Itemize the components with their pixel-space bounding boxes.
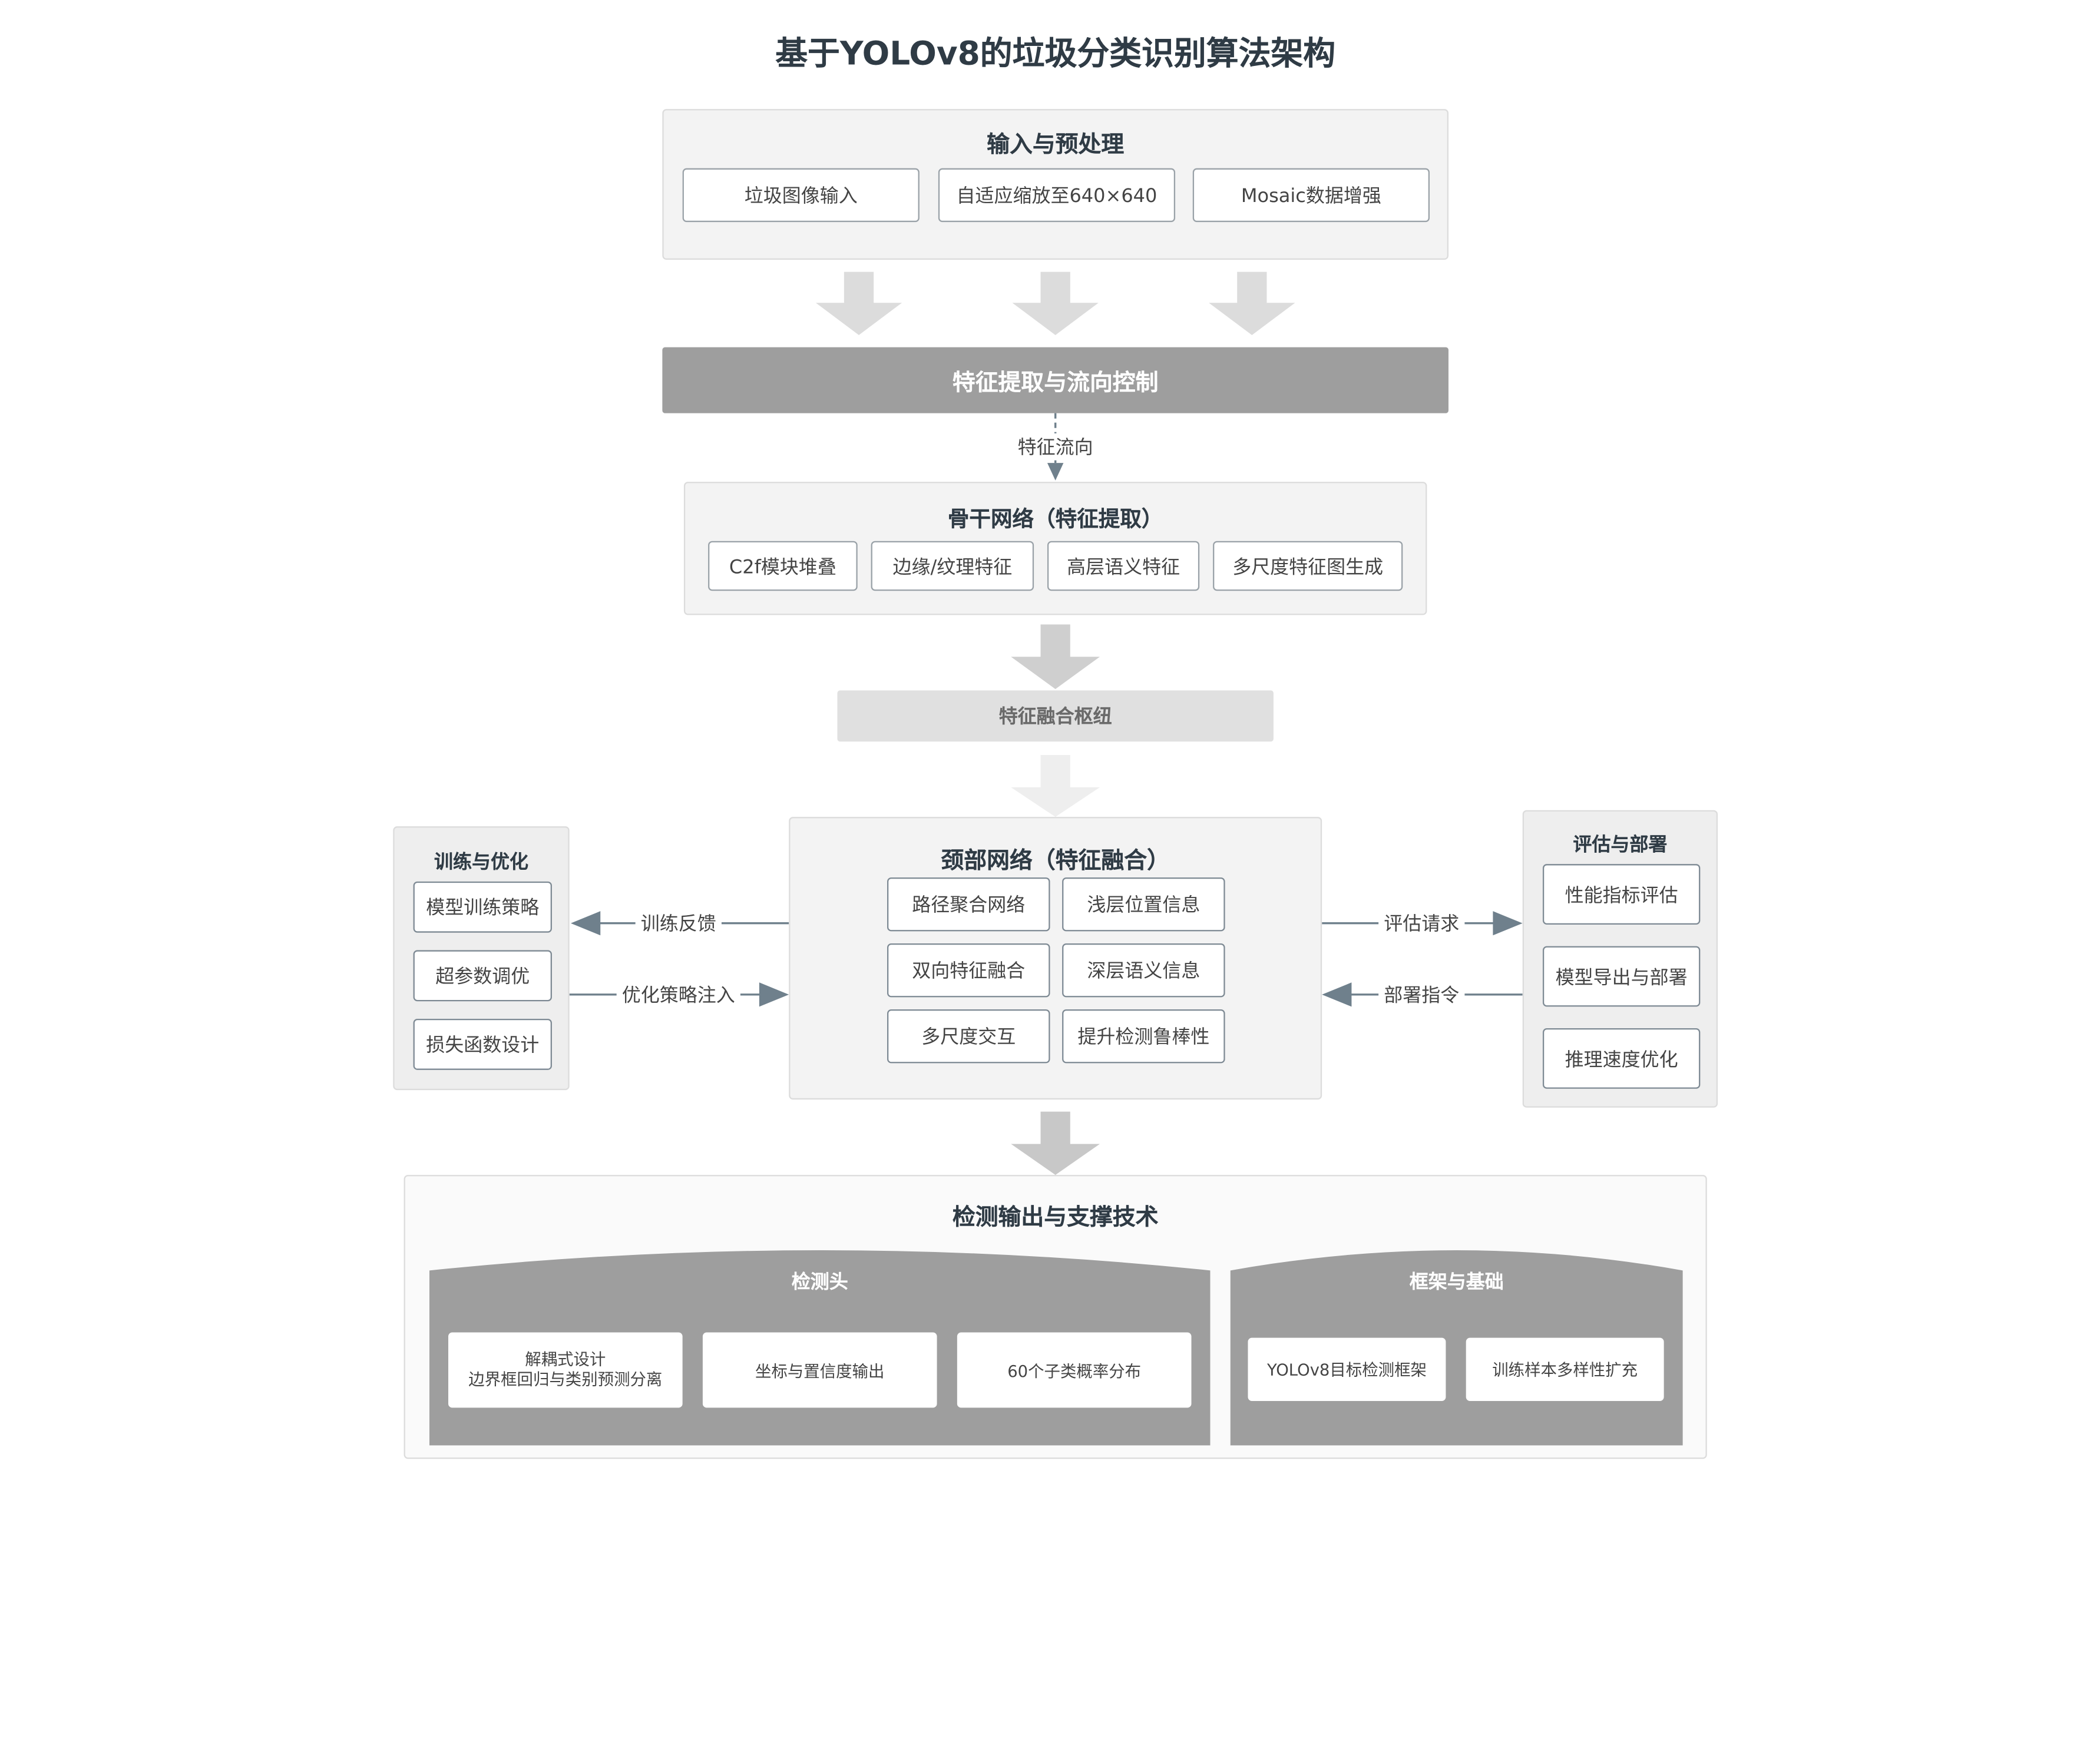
output-bg-shapes <box>429 1250 1683 1446</box>
feature-flow-arrowhead <box>1047 463 1064 481</box>
backbone-item-multiscale: 多尺度特征图生成 <box>1213 541 1403 591</box>
flow-arrow <box>815 271 902 336</box>
page-title: 基于YOLOv8的垃圾分类识别算法架构 <box>775 35 1336 73</box>
head-item-decoupled-line2: 边界框回归与类别预测分离 <box>468 1370 663 1389</box>
training-item-strategy: 模型训练策略 <box>413 881 552 933</box>
feature-control-bar: 特征提取与流向控制 <box>662 347 1448 413</box>
neck-item-deep: 深层语义信息 <box>1062 943 1225 998</box>
flow-arrow <box>1011 1111 1100 1175</box>
neck-item-pan: 路径聚合网络 <box>887 877 1050 932</box>
detection-head-title: 检测头 <box>791 1271 848 1294</box>
backbone-panel: 骨干网络（特征提取） C2f模块堆叠 边缘/纹理特征 高层语义特征 多尺度特征图… <box>683 482 1427 615</box>
flow-arrow <box>1011 755 1100 817</box>
edge-label-deploy-cmd: 部署指令 <box>1378 981 1465 1008</box>
evaluation-item-speed: 推理速度优化 <box>1542 1028 1701 1089</box>
flow-arrow <box>1209 271 1295 336</box>
backbone-item-c2f: C2f模块堆叠 <box>708 541 858 591</box>
neck-panel-title: 颈部网络（特征融合） <box>941 847 1170 875</box>
input-item-image: 垃圾图像输入 <box>682 168 920 223</box>
evaluation-panel: 评估与部署 性能指标评估 模型导出与部署 推理速度优化 <box>1522 810 1718 1108</box>
head-item-decoupled: 解耦式设计 边界框回归与类别预测分离 <box>448 1332 683 1408</box>
edge-label-opt-inject: 优化策略注入 <box>616 981 740 1008</box>
flow-arrow <box>1012 271 1099 336</box>
training-item-loss: 损失函数设计 <box>413 1018 552 1070</box>
input-panel: 输入与预处理 垃圾图像输入 自适应缩放至640×640 Mosaic数据增强 <box>662 109 1448 260</box>
neck-item-shallow: 浅层位置信息 <box>1062 877 1225 932</box>
backbone-panel-title: 骨干网络（特征提取） <box>947 506 1163 532</box>
backbone-item-edge: 边缘/纹理特征 <box>871 541 1034 591</box>
output-panel-title: 检测输出与支撑技术 <box>952 1204 1159 1232</box>
fusion-hub-bar: 特征融合枢纽 <box>837 690 1274 742</box>
evaluation-item-metrics: 性能指标评估 <box>1542 864 1701 925</box>
head-item-decoupled-line1: 解耦式设计 <box>525 1350 606 1369</box>
edge-label-train-feedback: 训练反馈 <box>635 909 722 937</box>
framework-item-yolov8: YOLOv8目标检测框架 <box>1248 1337 1446 1401</box>
neck-item-robust: 提升检测鲁棒性 <box>1062 1009 1225 1064</box>
framework-title: 框架与基础 <box>1409 1271 1504 1294</box>
deploy-cmd-arrowhead <box>1322 982 1352 1007</box>
training-panel: 训练与优化 模型训练策略 超参数调优 损失函数设计 <box>393 826 570 1091</box>
head-item-coords: 坐标与置信度输出 <box>702 1332 937 1408</box>
neck-panel: 颈部网络（特征融合） 路径聚合网络 浅层位置信息 双向特征融合 深层语义信息 多… <box>789 817 1322 1100</box>
training-panel-title: 训练与优化 <box>434 852 528 874</box>
train-feedback-arrowhead <box>570 911 601 936</box>
evaluation-item-export: 模型导出与部署 <box>1542 946 1701 1007</box>
output-panel: 检测输出与支撑技术 检测头 解耦式设计 边界框回归与类别预测分离 坐标与置信度输… <box>404 1175 1707 1459</box>
opt-inject-arrowhead <box>759 982 789 1007</box>
backbone-item-semantic: 高层语义特征 <box>1047 541 1200 591</box>
framework-item-diversity: 训练样本多样性扩充 <box>1466 1337 1664 1401</box>
neck-item-multiscale: 多尺度交互 <box>887 1009 1050 1064</box>
neck-item-bidirectional: 双向特征融合 <box>887 943 1050 998</box>
edge-label-eval-request: 评估请求 <box>1378 909 1465 937</box>
input-panel-title: 输入与预处理 <box>987 131 1125 159</box>
head-item-classes: 60个子类概率分布 <box>957 1332 1192 1408</box>
input-item-mosaic: Mosaic数据增强 <box>1192 168 1430 223</box>
flow-arrow <box>1011 624 1100 690</box>
feature-flow-label: 特征流向 <box>1012 433 1099 461</box>
input-item-resize: 自适应缩放至640×640 <box>938 168 1176 223</box>
eval-request-arrowhead <box>1493 911 1523 936</box>
training-item-hyperparam: 超参数调优 <box>413 950 552 1002</box>
evaluation-panel-title: 评估与部署 <box>1573 834 1668 856</box>
